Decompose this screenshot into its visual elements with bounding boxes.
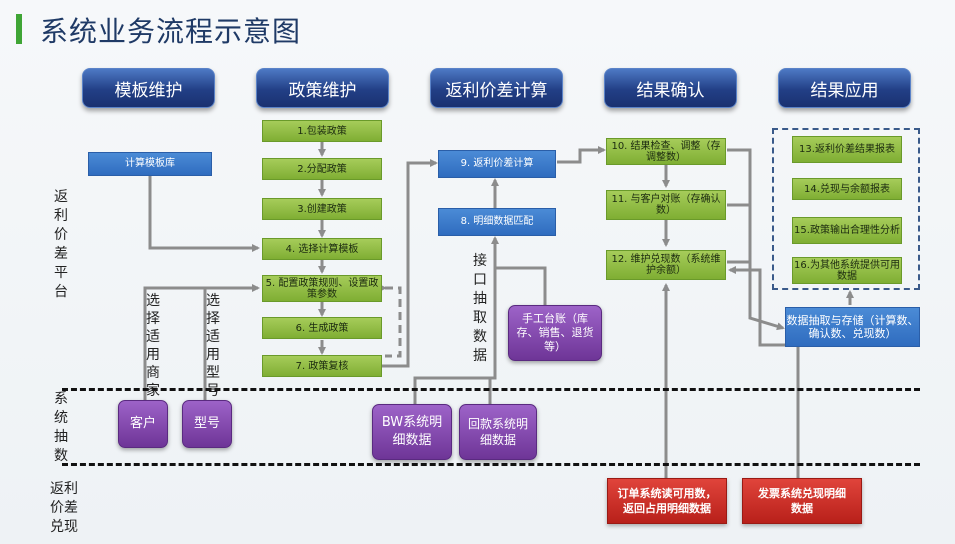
customer-box: 客户: [118, 400, 168, 448]
result-panel: [772, 128, 920, 290]
order-system-box: 订单系统读可用数，返回占用明细数据: [607, 478, 727, 524]
manual-ledger-box: 手工台账（库存、销售、退货等）: [508, 305, 602, 361]
select-model-label: 选择适用型号: [206, 293, 220, 399]
result-report-15: 15.政策输出合理性分析: [792, 217, 902, 244]
row-label-extract: 系统抽数: [54, 391, 68, 464]
invoice-system-box: 发票系统兑现明细数据: [742, 478, 862, 524]
stage-apply: 结果应用: [778, 68, 911, 108]
policy-step-2: 2.分配政策: [262, 158, 382, 180]
confirm-step-10: 10. 结果检查、调整（存调整数）: [606, 138, 726, 165]
bw-system-box: BW系统明细数据: [372, 404, 452, 460]
policy-step-3: 3.创建政策: [262, 198, 382, 220]
row-label-cash: 返利价差兑现: [50, 481, 78, 535]
calc-box: 9. 返利价差计算: [438, 150, 556, 178]
payment-system-box: 回款系统明细数据: [459, 404, 537, 460]
result-report-16: 16.为其他系统提供可用数据: [792, 257, 902, 284]
template-library-box: 计算模板库: [88, 152, 212, 176]
select-merchant-label: 选择适用商家: [146, 293, 160, 399]
result-report-14: 14.兑现与余额报表: [792, 178, 902, 200]
row-label-platform: 返利价 差平台: [54, 189, 68, 300]
policy-step-5: 5. 配置政策规则、设置政策参数: [262, 275, 382, 302]
confirm-step-11: 11. 与客户对账（存确认数）: [606, 190, 726, 220]
data-storage-box: 数据抽取与存储（计算数、确认数、兑现数）: [785, 307, 920, 347]
stage-policy: 政策维护: [256, 68, 389, 108]
stage-calc: 返利价差计算: [430, 68, 563, 108]
separator-top: [62, 388, 920, 391]
page-title: 系统业务流程示意图: [40, 15, 302, 48]
match-box: 8. 明细数据匹配: [438, 208, 556, 236]
confirm-step-12: 12. 维护兑现数（系统维护余额）: [606, 250, 726, 280]
stage-confirm: 结果确认: [604, 68, 737, 108]
result-report-13: 13.返利价差结果报表: [792, 136, 902, 163]
policy-step-1: 1.包装政策: [262, 120, 382, 142]
policy-step-4: 4. 选择计算模板: [262, 238, 382, 260]
separator-bottom: [62, 463, 920, 466]
stage-template: 模板维护: [82, 68, 215, 108]
title-accent-bar: [16, 14, 22, 44]
interface-extract-label: 接口抽取数据: [473, 253, 487, 364]
policy-step-6: 6. 生成政策: [262, 317, 382, 339]
model-box: 型号: [182, 400, 232, 448]
policy-step-7: 7. 政策复核: [262, 355, 382, 377]
